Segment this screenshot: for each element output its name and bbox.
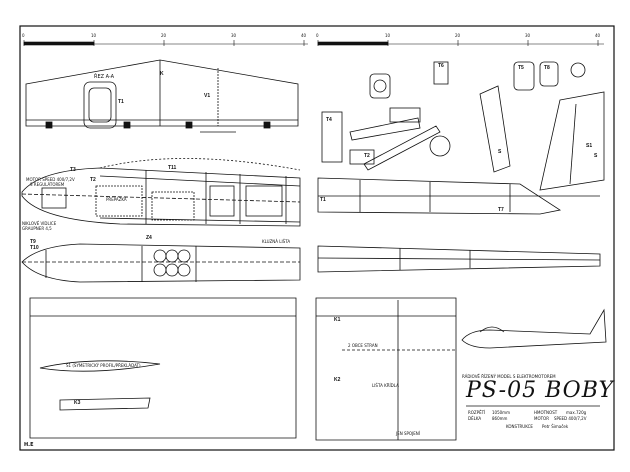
part-t10: T10 bbox=[30, 245, 39, 251]
spojeni-label: JEN SPOJENÍ bbox=[396, 431, 420, 436]
small-parts bbox=[321, 61, 586, 171]
section-label-rez: ŘEZ A-A bbox=[94, 74, 115, 80]
motor-label-2: S REGULÁTOREM bbox=[30, 182, 65, 187]
wing-lower-left bbox=[29, 297, 297, 439]
corner-mark: H.E bbox=[24, 442, 34, 448]
konstrukce-value: Petr Šimaček bbox=[542, 424, 569, 429]
part-z4: Z4 bbox=[146, 235, 152, 241]
aircraft-side-view bbox=[461, 308, 607, 349]
scale-number: 20 bbox=[455, 33, 461, 38]
sheet-border bbox=[19, 25, 615, 451]
part-v1: V1 bbox=[204, 93, 211, 99]
scale-number: 30 bbox=[231, 33, 237, 38]
part-s-fin: S bbox=[594, 153, 598, 159]
part-t1-right: T1 bbox=[320, 197, 326, 203]
scale-number: 0 bbox=[22, 33, 25, 38]
subtitle: RÁDIOVĚ ŘÍZENÝ MODEL S ELEKTROMOTOREM bbox=[462, 374, 556, 379]
model-title: PS-05 BOBY bbox=[466, 378, 615, 403]
nickel-label-2: GRAUPNER 4,5 bbox=[22, 226, 52, 231]
kluz-label-right: 2 OBCE STRAN bbox=[348, 343, 378, 348]
fuselage-side bbox=[21, 158, 301, 227]
scale-number: 30 bbox=[525, 33, 531, 38]
part-t1: T1 bbox=[118, 99, 124, 105]
tail-fin bbox=[479, 85, 605, 191]
kluzak-label: KLUZNÁ LIŠTA bbox=[262, 239, 291, 244]
part-t5: T5 bbox=[518, 65, 524, 71]
part-t11: T11 bbox=[168, 165, 177, 171]
part-t2: T2 bbox=[90, 177, 96, 183]
scale-number: 10 bbox=[385, 33, 391, 38]
part-t6: T6 bbox=[438, 63, 444, 69]
scale-number: 0 bbox=[316, 33, 319, 38]
scale-number: 40 bbox=[595, 33, 601, 38]
part-s: S bbox=[498, 149, 502, 155]
hmotnost-label: HMOTNOST bbox=[534, 410, 558, 415]
rozpeti-label: ROZPĚTÍ bbox=[468, 410, 486, 415]
fuselage-rear bbox=[317, 177, 601, 273]
fuselage-top bbox=[21, 243, 301, 283]
motor-spec-value: SPEED 400/7,2V bbox=[554, 416, 587, 421]
wing-lower-middle bbox=[315, 297, 457, 441]
delka-value: 860mm bbox=[492, 416, 508, 421]
motor-spec-label: MOTOR bbox=[534, 416, 549, 421]
k3-label: K3 bbox=[74, 400, 81, 406]
prepack-label: PŘEPÁŽKA bbox=[106, 197, 127, 202]
motor-label: MOTOR SPEED 400/7,2V bbox=[26, 177, 75, 182]
part-t2-right: T2 bbox=[364, 153, 370, 159]
rozpeti-value: 1050mm bbox=[492, 410, 510, 415]
part-s1: S1 bbox=[586, 143, 593, 149]
hmotnost-value: max.720g bbox=[566, 410, 587, 415]
nickel-label: NIKLOVÉ VIDLICE bbox=[22, 221, 57, 226]
part-t7: T7 bbox=[498, 207, 504, 213]
part-t4: T4 bbox=[326, 117, 332, 123]
part-t8: T8 bbox=[544, 65, 550, 71]
scale-number: 20 bbox=[161, 33, 167, 38]
konstrukce-label: KONSTRUKCE bbox=[506, 424, 533, 429]
scale-bar-left bbox=[23, 40, 308, 46]
s1-profile-label: S1 (SYMETRICKÝ PROFIL/PŘEKLÁDAT) bbox=[66, 363, 141, 368]
part-t9: T9 bbox=[30, 239, 36, 245]
scale-number: 40 bbox=[301, 33, 307, 38]
k2-label: K2 bbox=[334, 377, 341, 383]
scale-bar-right bbox=[317, 40, 604, 46]
part-k: K bbox=[160, 71, 164, 77]
scale-number: 10 bbox=[91, 33, 97, 38]
strip-label: LIŠTA KŘÍDLA bbox=[372, 383, 399, 388]
delka-label: DÉLKA bbox=[468, 416, 482, 421]
wing-panel-top bbox=[25, 59, 299, 133]
part-t3: T3 bbox=[70, 167, 76, 173]
part-k1: K1 bbox=[334, 317, 341, 323]
